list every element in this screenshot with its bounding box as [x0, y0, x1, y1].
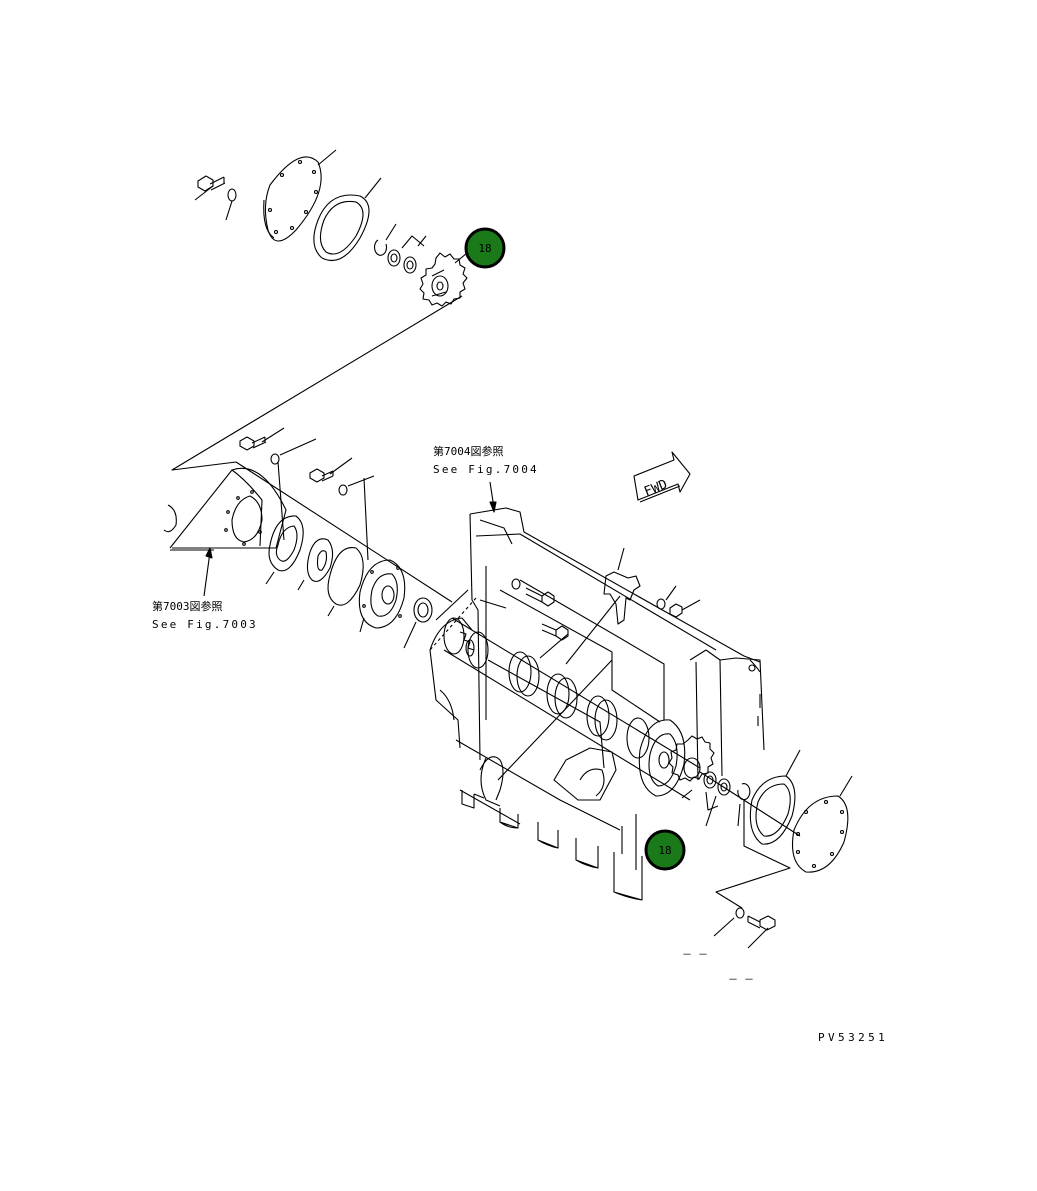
bracket-leader-2: [497, 659, 613, 781]
upper-bolt: [194, 175, 226, 201]
fig7004-arrow: [489, 481, 497, 513]
right-washer: [713, 907, 745, 937]
dash-placeholder-1: － －: [682, 950, 708, 961]
left-seal: [297, 538, 334, 591]
right-flange: [638, 719, 686, 797]
callout-18-upper-circle[interactable]: [464, 227, 506, 269]
fwd-label: FWD: [642, 477, 670, 500]
left-thrust-washer: [403, 597, 433, 649]
right-bolt: [747, 915, 776, 949]
upper-cover-plate: [263, 149, 337, 242]
housing-bolt-2: [539, 623, 569, 659]
left-housing-fragment: [163, 467, 287, 549]
left-o-ring: [327, 546, 364, 617]
upper-snap-ring: [373, 223, 397, 256]
housing-bolt-1: [511, 578, 555, 607]
right-snap-ring: [737, 783, 751, 827]
right-bearing-pair: [703, 771, 731, 827]
left-bearing-cap: [265, 515, 304, 585]
shaft-centerline-left: [235, 461, 453, 603]
callout-18-lower[interactable]: 18: [644, 829, 686, 871]
upper-leader-line: [171, 295, 463, 471]
fwd-arrow-icon: [633, 451, 691, 503]
right-gasket: [749, 749, 801, 845]
left-bolt-2: [309, 457, 353, 483]
right-leader-line: [715, 800, 791, 909]
right-cover-plate: [791, 775, 853, 873]
fig7003-ref-en: See Fig.7003: [152, 618, 258, 631]
camshaft: [443, 617, 701, 801]
upper-bearing-pair: [387, 235, 427, 274]
upper-bracket: [603, 547, 641, 625]
bracket-washer: [656, 585, 677, 610]
upper-gear: [419, 252, 468, 307]
right-gear: [668, 735, 715, 799]
drawing-code: PV53251: [818, 1031, 888, 1044]
upper-washer: [225, 188, 237, 221]
fig7004-ref-jp: 第7004図参照: [433, 444, 504, 458]
callout-18-lower-number: 18: [658, 844, 671, 857]
callout-18-lower-circle[interactable]: [644, 829, 686, 871]
callout-18-upper[interactable]: 18: [464, 227, 506, 269]
fig7003-ref-jp: 第7003図参照: [152, 599, 223, 613]
left-bolt-1: [239, 427, 285, 451]
main-housing: [429, 507, 765, 901]
shaft-centerline-right: [699, 771, 801, 837]
fig7004-ref-en: See Fig.7004: [433, 463, 539, 476]
bracket-nut: [669, 599, 701, 618]
upper-gasket: [313, 177, 382, 262]
dash-placeholder-2: － －: [728, 975, 754, 986]
bracket-leader: [565, 595, 621, 665]
left-housing-flange: [358, 559, 406, 633]
left-washer-2: [338, 475, 375, 561]
callout-18-upper-number: 18: [478, 242, 491, 255]
fig7003-arrow: [170, 547, 214, 597]
